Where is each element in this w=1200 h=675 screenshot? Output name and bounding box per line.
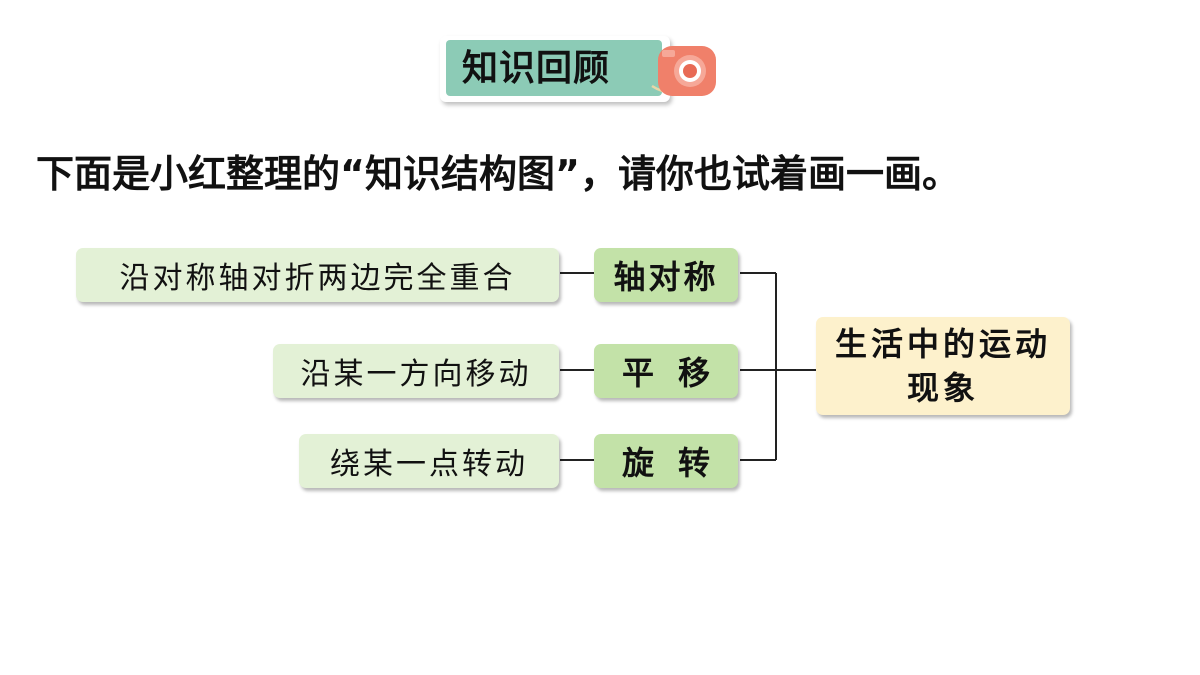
concept-box-rotation: 旋转: [594, 434, 738, 488]
concept-label: 轴对称: [613, 258, 719, 296]
concept-box-translation: 平移: [594, 344, 738, 398]
description-text: 沿某一方向移动: [300, 357, 532, 392]
description-box-rotation: 绕某一点转动: [299, 434, 559, 488]
camera-icon: [651, 46, 716, 96]
description-text: 沿对称轴对折两边完全重合: [119, 261, 516, 296]
description-box-axial-symmetry: 沿对称轴对折两边完全重合: [76, 248, 559, 302]
description-text: 绕某一点转动: [330, 447, 528, 482]
section-title: 知识回顾: [462, 48, 611, 89]
concept-label: 平移: [621, 354, 734, 392]
instruction-text: 下面是小红整理的“知识结构图”，请你也试着画一画。: [36, 152, 960, 196]
root-box-motion-phenomena: 生活中的运动现象: [816, 317, 1070, 415]
root-label: 生活中的运动现象: [834, 325, 1051, 407]
section-badge: 知识回顾: [440, 36, 670, 102]
section-badge-background: 知识回顾: [446, 40, 662, 96]
concept-label: 旋转: [621, 444, 734, 482]
description-box-translation: 沿某一方向移动: [273, 344, 559, 398]
concept-box-axial-symmetry: 轴对称: [594, 248, 738, 302]
